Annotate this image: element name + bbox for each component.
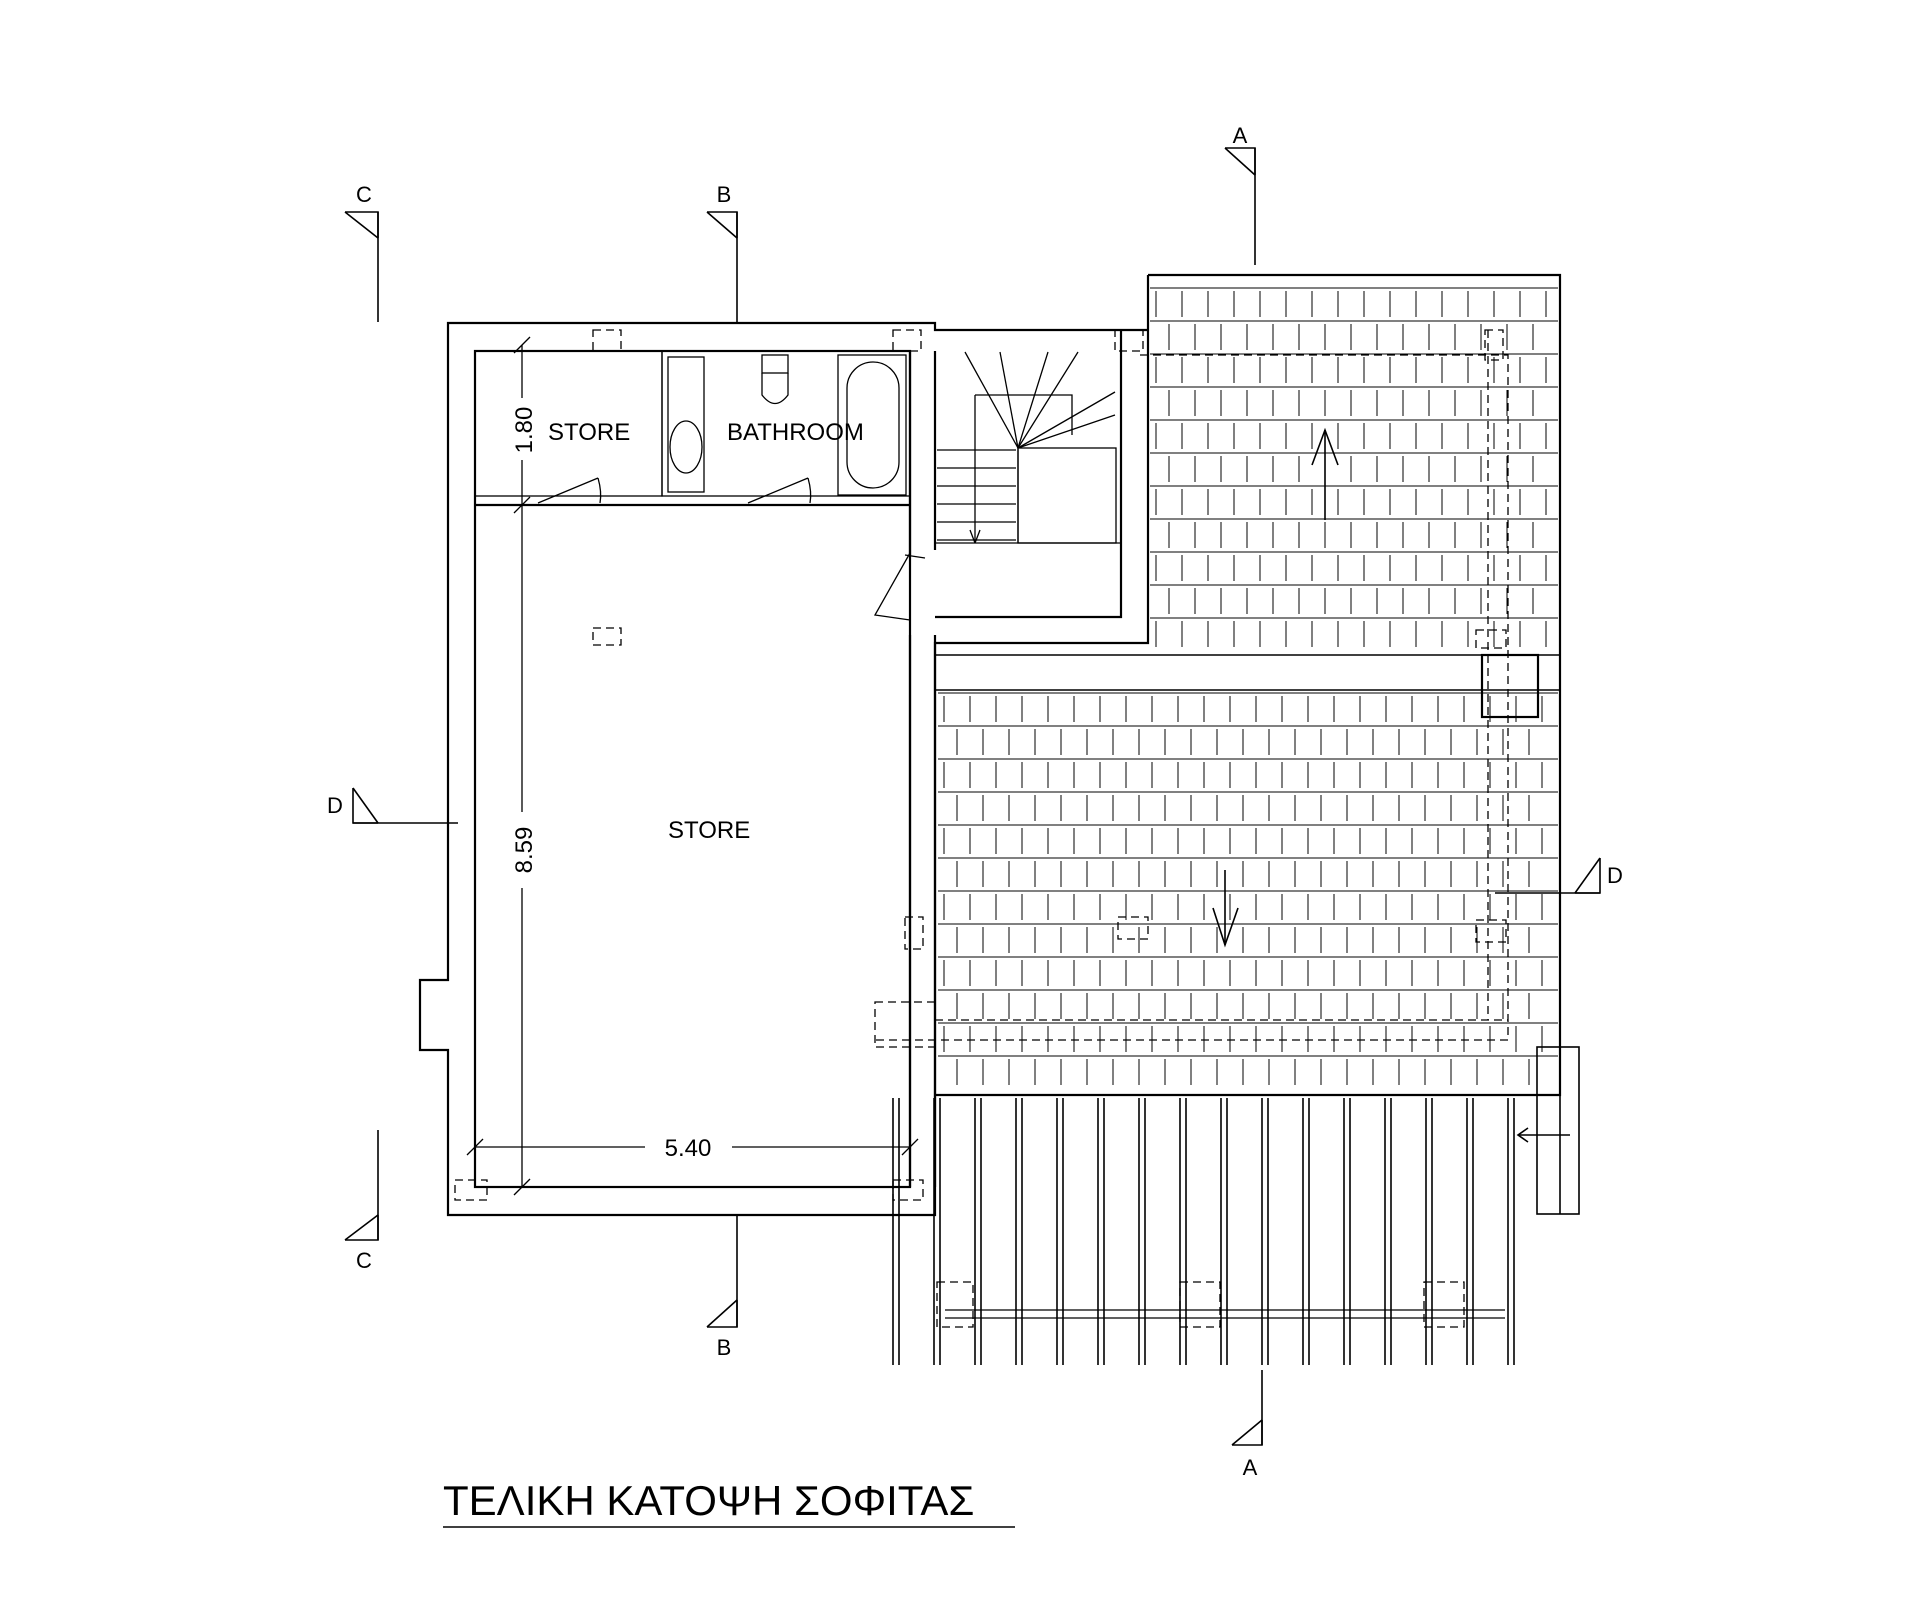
slope-arrows xyxy=(1212,427,1339,948)
roof-tiles xyxy=(938,287,1558,1085)
section-label-a-bottom: A xyxy=(1243,1455,1258,1480)
pergola xyxy=(892,1098,1515,1365)
section-label-c-top: C xyxy=(356,182,372,207)
section-label-d-left: D xyxy=(327,793,343,818)
roof-outline xyxy=(935,273,1580,1215)
bathroom-fixtures xyxy=(667,354,907,496)
interior-walls xyxy=(473,349,937,1189)
drawing-title: ΤΕΛΙΚΗ ΚΑΤΟΨΗ ΣΟΦΙΤΑΣ xyxy=(443,1477,974,1524)
section-label-a-top: A xyxy=(1233,123,1248,148)
dimension-main-length: 8.59 xyxy=(511,827,538,874)
columns-hidden xyxy=(454,329,1509,1328)
room-label-store-main: STORE xyxy=(668,817,750,844)
section-label-b-bottom: B xyxy=(717,1335,732,1360)
dimension-lines xyxy=(466,336,919,1196)
dimension-store-depth: 1.80 xyxy=(511,407,538,454)
section-label-d-right: D xyxy=(1607,863,1623,888)
room-label-bathroom: BATHROOM xyxy=(727,419,864,446)
doors xyxy=(537,477,926,621)
staircase xyxy=(935,351,1121,544)
dimension-main-width: 5.40 xyxy=(665,1135,712,1162)
section-label-c-bottom: C xyxy=(356,1248,372,1273)
room-label-store-small: STORE xyxy=(548,419,630,446)
section-label-b-top: B xyxy=(717,182,732,207)
section-markers xyxy=(344,147,1601,1446)
